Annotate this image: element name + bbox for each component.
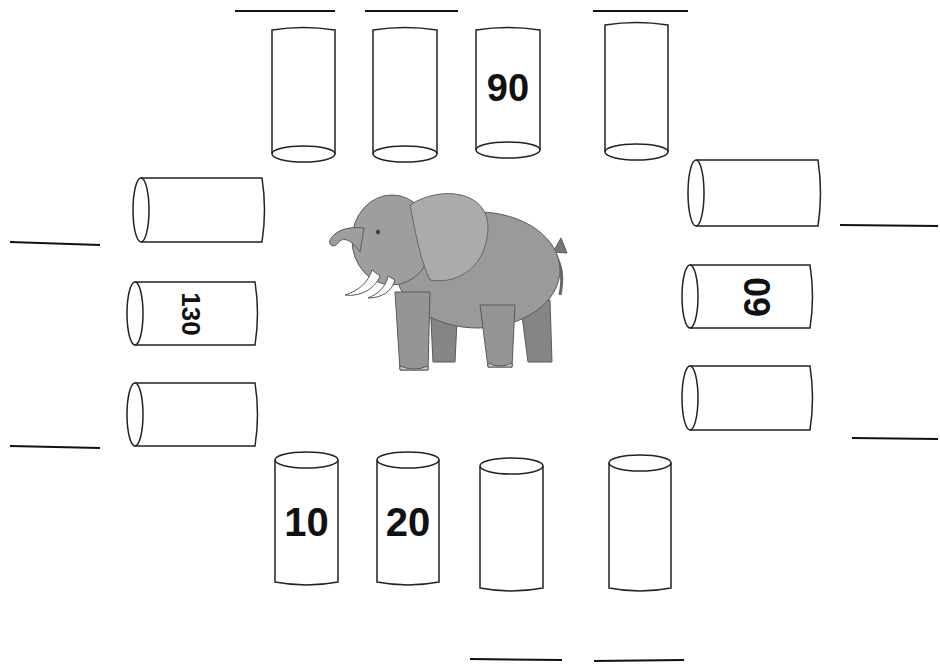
elephant-foot [488,363,512,367]
cylinder [275,460,338,585]
cylinder-end [688,160,704,226]
answer-lines [10,11,938,661]
cylinder-end [127,282,143,345]
elephant-foot [400,366,428,370]
cylinder-end [275,452,338,468]
answer-line [852,438,938,439]
cylinder-end [373,146,437,162]
cylinder [476,28,540,151]
cylinder-number: 60 [740,276,776,316]
cylinder [141,178,265,242]
cylinder [135,383,258,446]
cylinder-end [605,144,668,160]
cylinder [377,460,439,585]
labeled-cylinder: 20 [377,452,439,582]
elephant-trunk [330,228,364,252]
labeled-cylinder: 60 [682,265,810,328]
cylinder-number: 130 [178,292,204,335]
cylinder [609,463,671,591]
cylinder-end [127,383,143,446]
cylinder-end [682,265,698,328]
answer-line [594,660,684,661]
labeled-cylinder: 90 [476,28,540,158]
answer-line [10,242,100,245]
elephant-eye [376,230,380,234]
cylinder-end [682,366,698,430]
elephant-tusk [345,270,380,295]
cylinder [373,28,437,155]
cylinder-number: 20 [386,502,431,542]
cylinder-number: 90 [487,69,529,107]
answer-line [365,10,458,12]
cylinder [272,28,335,155]
answer-line [235,10,335,12]
labeled-cylinder: 130 [127,282,255,345]
answer-line [593,10,688,12]
cylinder [480,466,543,591]
cylinder [696,160,821,226]
elephant [330,194,567,370]
elephant-leg [480,305,515,367]
answer-line [470,659,562,660]
cylinder [135,282,258,345]
answer-line [840,225,938,226]
cylinder-end [476,142,540,158]
cylinder [605,23,668,153]
empty-cylinders [127,23,821,592]
cylinder-end [609,455,671,471]
cylinder-number: 10 [284,502,329,542]
answer-line [10,446,100,448]
elephant-leg [395,292,430,370]
cylinder-end [133,178,149,242]
labeled-cylinder: 10 [275,452,338,582]
cylinder-end [480,458,543,474]
elephant-ear [410,194,488,281]
elephant-tusk [368,276,395,298]
cylinder-end [377,452,439,468]
cylinder [690,265,813,328]
cylinder-end [272,146,335,162]
cylinder [690,366,813,430]
